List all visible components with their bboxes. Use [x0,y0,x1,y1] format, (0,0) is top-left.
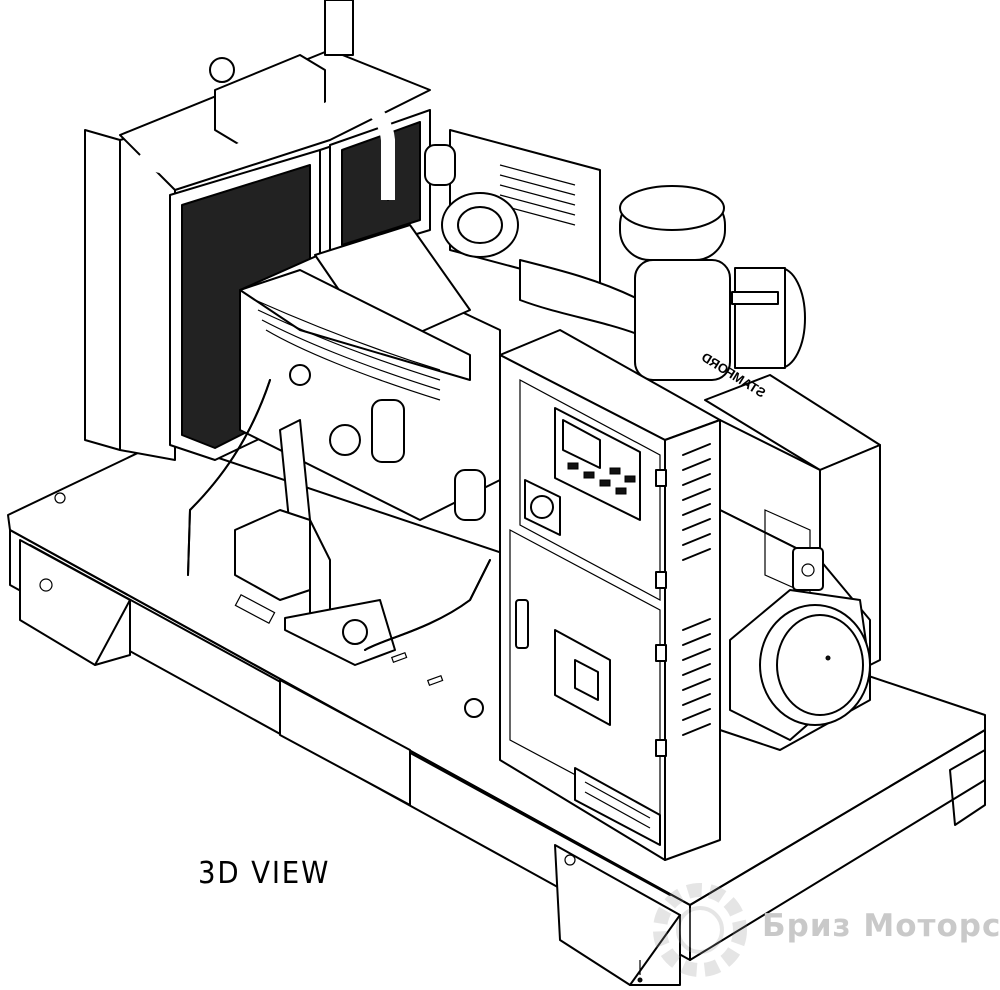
watermark-brand: Бриз Моторс [762,908,1000,944]
watermark-text: Бриз Моторс® [762,908,1000,944]
watermark-gear-icon [653,883,747,977]
view-caption: 3D VIEW [198,856,331,891]
air-filter [619,185,806,381]
turbocharger [424,129,641,336]
control-buttons [567,462,636,495]
alternator: STAMFORD [699,349,881,751]
engine [187,224,501,666]
coolant-pipes [135,96,395,201]
control-panel [499,329,721,861]
louvers [682,443,711,736]
